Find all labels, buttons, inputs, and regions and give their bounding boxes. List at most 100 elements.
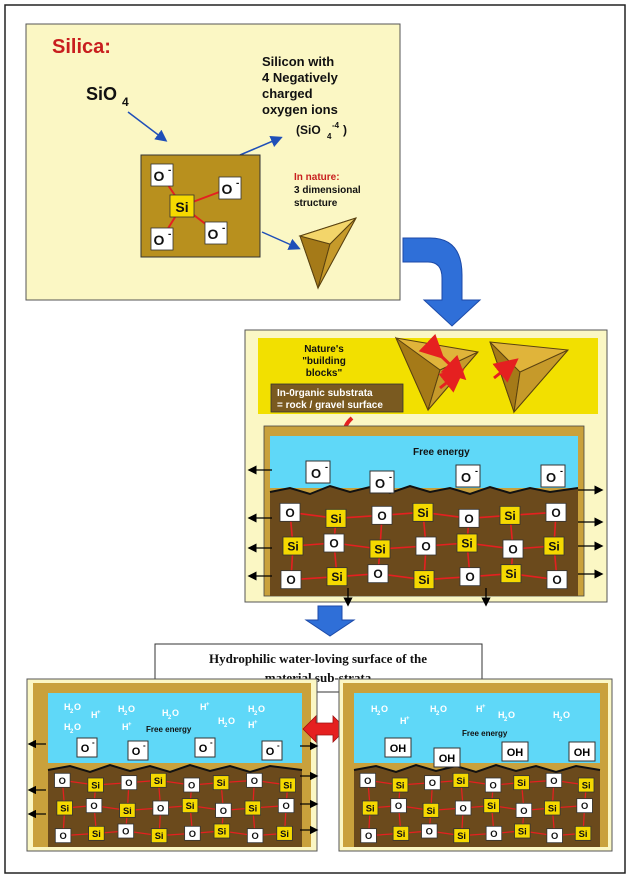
svg-text:Si: Si [579,829,588,839]
svg-text:O: O [373,567,382,581]
svg-text:Si: Si [548,540,559,554]
svg-text:O: O [364,776,371,786]
oxygen-atom: O [545,502,567,522]
hydroxyl-group: OH [433,747,461,768]
flow-arrow-down [304,605,356,637]
svg-text:+: + [254,720,258,726]
formula-sio4: SiO 4 [86,84,129,109]
svg-text:Si: Si [374,543,385,557]
oxygen-atom: O [546,828,563,844]
svg-text:O: O [157,804,164,814]
si-atom: Si [392,825,410,841]
svg-text:Si: Si [287,540,298,554]
svg-text:In-0rganic substrata: In-0rganic substrata [277,388,373,399]
svg-text:(SiO: (SiO [296,123,321,137]
h-plus-ion: H+ [400,716,410,726]
si-atom: Si [391,777,409,793]
svg-text:Si: Si [504,509,515,523]
arrow-box-to-desc [239,135,283,156]
svg-text:-: - [222,223,225,234]
svg-text:O: O [125,778,132,788]
si-atom: Si [500,564,522,584]
h-plus-ion: H+ [476,704,486,714]
svg-text:Si: Si [217,778,226,788]
svg-text:Si: Si [175,199,188,215]
svg-text:O: O [154,168,165,184]
svg-text:-: - [92,738,95,747]
svg-text:H: H [553,710,560,720]
svg-text:): ) [343,123,347,137]
svg-text:O: O [154,232,165,248]
si-atom: Si [483,798,500,814]
svg-text:O: O [222,181,233,197]
si-atom [169,194,195,218]
oxygen-atom: O [515,802,533,818]
svg-text:SiO: SiO [86,84,117,104]
svg-text:-: - [560,466,563,476]
svg-text:Si: Si [155,831,164,841]
svg-text:O: O [266,746,275,758]
svg-text:O: O [375,476,385,491]
svg-text:Nature's: Nature's [304,344,344,355]
svg-text:O: O [189,829,196,839]
si-atom: Si [213,823,231,839]
svg-text:Si: Si [283,781,292,791]
caption-line-1: Hydrophilic water-loving surface of the [209,651,427,666]
svg-text:Si: Si [426,806,435,816]
substrata-label: In-0rganic substrata = rock / gravel sur… [270,383,404,413]
svg-text:Si: Si [548,804,557,814]
oxygen-atom: O [120,775,138,791]
svg-text:O: O [429,778,436,788]
hydroxyl-group: OH [568,741,596,762]
h-plus-ion: H+ [122,722,132,732]
si-atom: Si [369,539,391,559]
svg-text:O: O [282,801,289,811]
silica-title: Silica: [52,36,111,58]
svg-text:In nature:: In nature: [294,172,340,183]
rock-substrate [354,765,600,847]
si-atom: Si [456,533,478,553]
oxygen-atom: O [246,772,263,788]
svg-text:O: O [365,831,372,841]
oxygen-atom: O [280,570,302,590]
svg-text:O: O [188,781,195,791]
oxygen-ion: O- [369,470,395,494]
svg-text:O: O [132,746,141,758]
svg-text:Silicon with: Silicon with [262,54,334,69]
svg-text:2: 2 [224,723,228,729]
svg-text:O: O [252,831,259,841]
svg-text:O: O [461,470,471,485]
svg-text:O: O [329,537,338,551]
oxygen-ion: O - [204,221,228,245]
svg-text:O: O [381,704,388,714]
si-atom: Si [325,508,347,528]
oxygen-atom: O [421,823,438,839]
oxygen-atom: O [184,825,201,841]
si-atom: Si [543,536,565,556]
si-atom: Si [212,775,230,791]
top-panel: Silica: SiO 4 Silicon with 4 Negatively … [25,23,401,301]
svg-text:O: O [460,804,467,814]
svg-text:Si: Si [457,831,466,841]
svg-text:4: 4 [327,132,332,141]
surface-oxygen-ions: O- O- O- O- [76,737,283,761]
rock-substrate [48,765,302,847]
svg-text:Si: Si [582,781,591,791]
svg-text:3 dimensional: 3 dimensional [294,185,361,196]
svg-text:Si: Si [331,570,342,584]
svg-text:O: O [128,704,135,714]
svg-text:-: - [389,472,392,482]
svg-text:O: O [551,506,560,520]
si-atom: Si [544,800,561,816]
svg-text:O: O [258,704,265,714]
oxygen-ion: O - [150,163,174,187]
svg-text:Si: Si [123,806,132,816]
svg-text:Si: Si [461,537,472,551]
oxygen-ion: O - [218,176,242,200]
si-atom: Si [282,536,304,556]
svg-text:OH: OH [390,743,407,755]
